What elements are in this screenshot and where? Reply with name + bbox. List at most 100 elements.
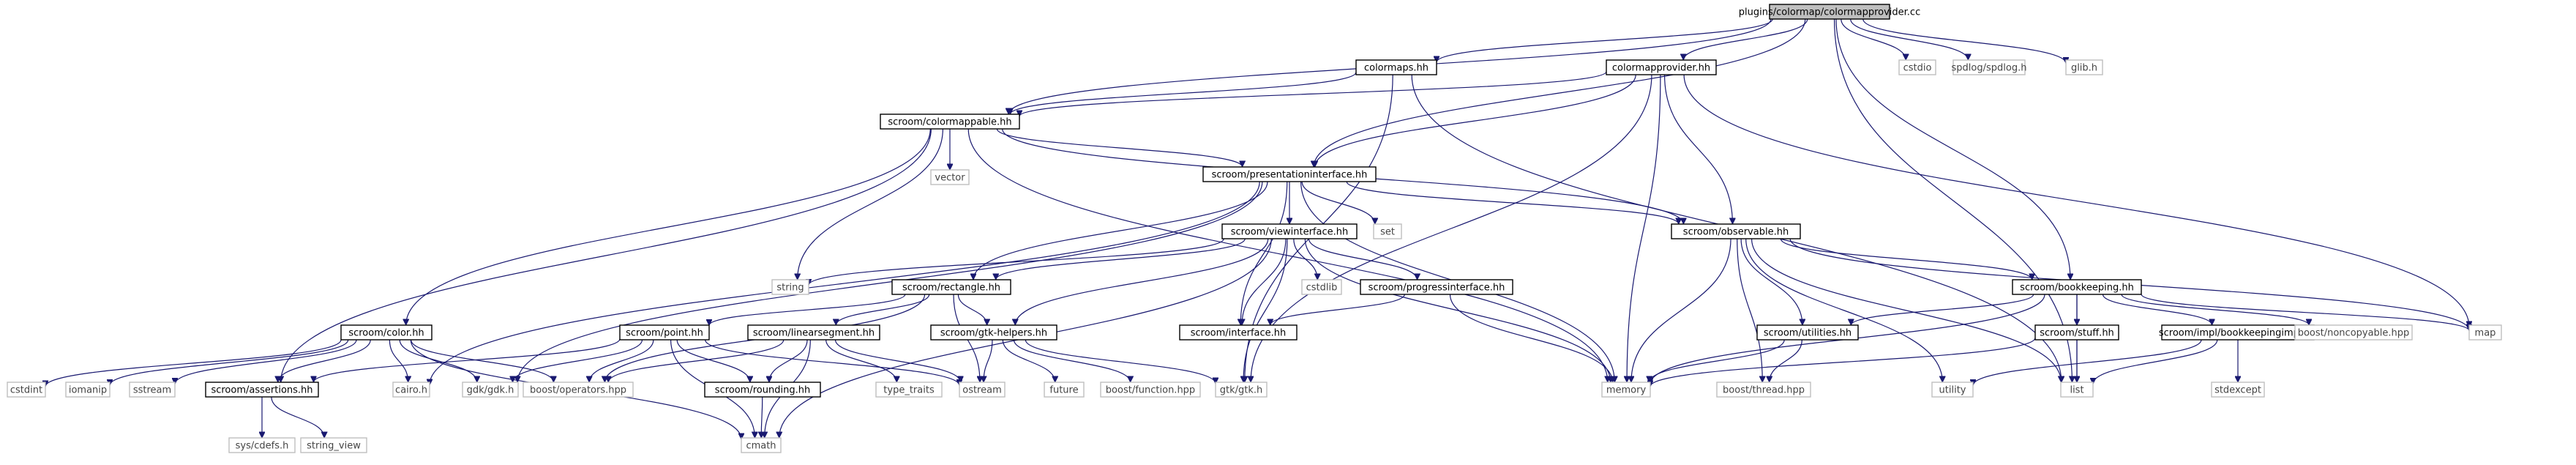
node-colormapprovider[interactable]: colormapprovider.hh bbox=[1606, 59, 1717, 75]
edge-colormapprovider-to-observable bbox=[1663, 74, 1733, 224]
node-box bbox=[1301, 279, 1342, 295]
node-label: scroom/presentationinterface.hh bbox=[1212, 170, 1368, 181]
node-box bbox=[747, 324, 880, 341]
edge-colormappable-to-assertions bbox=[281, 128, 932, 382]
edge-bookkeeping-to-noncopyable bbox=[2121, 294, 2309, 326]
node-box bbox=[891, 279, 1011, 295]
nodes-layer: plugins/colormap/colormapprovider.cccstd… bbox=[7, 4, 2502, 453]
node-box bbox=[1769, 4, 1890, 20]
edge-colormappable-to-presentationinterface bbox=[996, 128, 1242, 168]
node-label: colormapprovider.hh bbox=[1612, 63, 1710, 74]
edges-layer bbox=[45, 18, 2469, 439]
node-label: cmath bbox=[746, 441, 776, 452]
edge-colormappable-to-memory bbox=[967, 128, 1608, 382]
node-label: scroom/linearsegment.hh bbox=[753, 328, 875, 339]
node-linearsegment[interactable]: scroom/linearsegment.hh bbox=[747, 324, 880, 341]
node-bookkeepingimpl[interactable]: scroom/impl/bookkeepingimpl.hh bbox=[2159, 324, 2317, 341]
node-utilities[interactable]: scroom/utilities.hh bbox=[1756, 324, 1859, 341]
node-box bbox=[704, 382, 821, 398]
edge-rectangle-to-point bbox=[709, 294, 906, 326]
node-box bbox=[930, 169, 970, 185]
node-label: vector bbox=[935, 173, 965, 184]
edge-linearsegment-to-operators bbox=[608, 339, 785, 383]
edge-progressinterface-to-interface bbox=[1270, 294, 1405, 326]
edge-presentationinterface-to-gdk bbox=[517, 181, 1263, 382]
node-box bbox=[523, 382, 634, 398]
node-box bbox=[65, 382, 111, 398]
edge-assertions-to-stringview bbox=[271, 396, 324, 439]
node-box bbox=[2060, 382, 2094, 398]
edge-colormapprovider-to-presentationinterface bbox=[1315, 74, 1636, 167]
node-label: memory bbox=[1606, 385, 1647, 396]
node-label: scroom/bookkeeping.hh bbox=[2020, 283, 2134, 294]
edge-colormaps-to-colormappable bbox=[1010, 72, 1357, 115]
node-interface[interactable]: scroom/interface.hh bbox=[1179, 324, 1298, 341]
edge-point-to-rounding bbox=[676, 339, 750, 383]
edge-colormappable-to-color bbox=[406, 128, 931, 325]
edge-stuff-to-memory bbox=[1650, 337, 2036, 387]
node-rectangle[interactable]: scroom/rectangle.hh bbox=[891, 279, 1011, 295]
edge-color-to-iomanip bbox=[110, 339, 349, 386]
node-box bbox=[300, 437, 367, 453]
node-map: map bbox=[2468, 324, 2502, 341]
node-presentationinterface[interactable]: scroom/presentationinterface.hh bbox=[1202, 166, 1377, 182]
edge-linearsegment-to-typetraits bbox=[825, 339, 897, 383]
node-box bbox=[228, 437, 296, 453]
node-vector: vector bbox=[930, 169, 970, 185]
node-box bbox=[1952, 59, 2026, 75]
edge-presentationinterface-to-interface bbox=[1240, 181, 1288, 325]
edge-color-to-sstream bbox=[175, 339, 357, 384]
node-label: spdlog/spdlog.h bbox=[1952, 63, 2027, 74]
edge-colormappable-to-string bbox=[798, 128, 943, 280]
node-label: future bbox=[1049, 385, 1078, 396]
node-box bbox=[1606, 59, 1717, 75]
edge-color-to-assertions bbox=[278, 339, 371, 383]
node-bookkeeping[interactable]: scroom/bookkeeping.hh bbox=[2012, 279, 2142, 295]
node-label: plugins/colormap/colormapprovider.cc bbox=[1739, 7, 1920, 18]
node-label: scroom/interface.hh bbox=[1191, 328, 1287, 339]
node-box bbox=[959, 382, 1006, 398]
node-box bbox=[1756, 324, 1859, 341]
node-box bbox=[880, 114, 1020, 130]
edge-viewinterface-to-memory bbox=[1304, 238, 1610, 382]
node-point[interactable]: scroom/point.hh bbox=[619, 324, 710, 341]
edge-bookkeeping-to-bookkeepingimpl bbox=[2102, 294, 2212, 326]
edge-presentationinterface-to-observable bbox=[1346, 181, 1679, 225]
node-set: set bbox=[1373, 223, 1402, 239]
edge-point-to-gdk bbox=[513, 339, 643, 383]
node-stdexcept: stdexcept bbox=[2211, 382, 2265, 398]
node-stuff[interactable]: scroom/stuff.hh bbox=[2034, 324, 2119, 341]
node-list: list bbox=[2060, 382, 2094, 398]
node-colormaps[interactable]: colormaps.hh bbox=[1355, 59, 1437, 75]
node-box bbox=[1898, 59, 1936, 75]
node-assertions[interactable]: scroom/assertions.hh bbox=[205, 382, 319, 398]
edge-observable-to-list bbox=[1751, 238, 2062, 382]
edge-gtkhelpers-to-gtk bbox=[1025, 339, 1216, 384]
node-glib: glib.h bbox=[2065, 59, 2103, 75]
node-color[interactable]: scroom/color.hh bbox=[340, 324, 433, 341]
node-box bbox=[2468, 324, 2502, 341]
node-viewinterface[interactable]: scroom/viewinterface.hh bbox=[1221, 223, 1358, 239]
node-root[interactable]: plugins/colormap/colormapprovider.cc bbox=[1739, 4, 1920, 20]
edge-rectangle-to-linearsegment bbox=[836, 294, 930, 326]
node-box bbox=[462, 382, 519, 398]
edge-bookkeeping-to-utilities bbox=[1851, 294, 2034, 326]
node-gtkhelpers[interactable]: scroom/gtk-helpers.hh bbox=[930, 324, 1057, 341]
node-rounding[interactable]: scroom/rounding.hh bbox=[704, 382, 821, 398]
node-box bbox=[1355, 59, 1437, 75]
node-box bbox=[619, 324, 710, 341]
node-label: boost/function.hpp bbox=[1106, 385, 1195, 396]
edge-colormapprovider-to-gtk bbox=[1251, 74, 1652, 382]
node-observable[interactable]: scroom/observable.hh bbox=[1671, 223, 1801, 239]
node-box bbox=[1931, 382, 1974, 398]
node-cmath: cmath bbox=[741, 437, 782, 453]
node-label: string bbox=[776, 283, 804, 294]
node-colormappable[interactable]: scroom/colormappable.hh bbox=[880, 114, 1020, 130]
edge-linearsegment-to-ostream bbox=[834, 339, 960, 383]
edge-gtkhelpers-to-boostfunction bbox=[1013, 339, 1130, 383]
edge-progressinterface-to-memory bbox=[1449, 294, 1613, 382]
node-boostthread: boost/thread.hpp bbox=[1716, 382, 1811, 398]
node-box bbox=[1221, 223, 1358, 239]
node-progressinterface[interactable]: scroom/progressinterface.hh bbox=[1360, 279, 1513, 295]
node-box bbox=[1100, 382, 1201, 398]
